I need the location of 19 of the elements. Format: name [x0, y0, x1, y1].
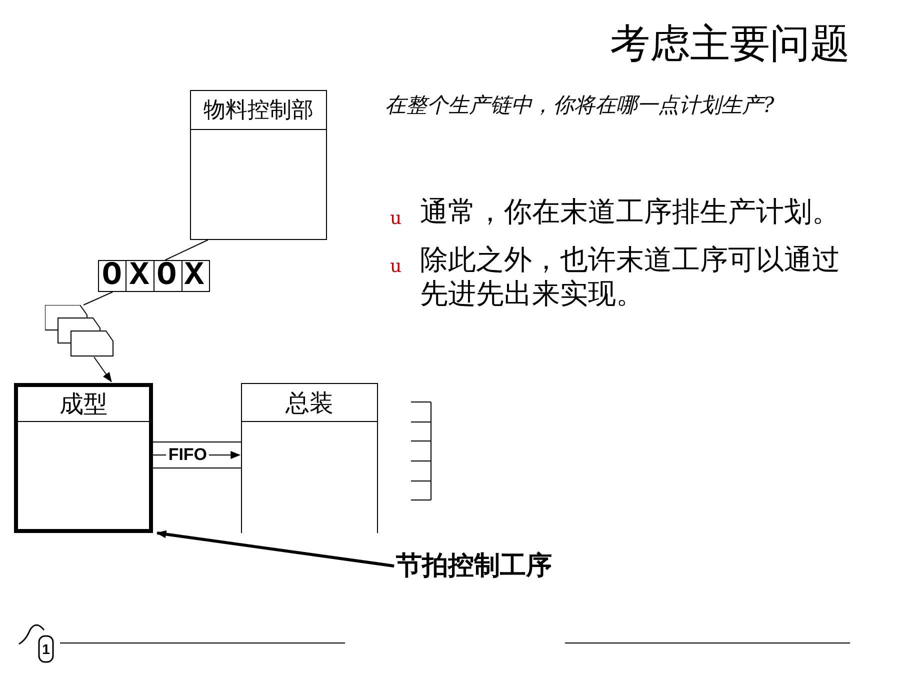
slide-title: 考虑主要问题 [609, 20, 850, 69]
arrow [156, 530, 394, 568]
process-box [14, 383, 153, 533]
question-text: 在整个生产链中，你将在哪一点计划生产? [385, 92, 776, 119]
process-box [190, 90, 327, 240]
callout-text: 节拍控制工序 [396, 548, 586, 584]
document-stack-icon [45, 305, 115, 357]
page-number: 1 [41, 640, 51, 659]
bullet-text: 通常，你在末道工序排生产计划。 [420, 195, 841, 229]
connector-line [164, 240, 208, 260]
arrow [94, 356, 112, 382]
bullet-mark: u [390, 207, 403, 231]
process-box [241, 383, 378, 533]
bullet-mark: u [390, 255, 403, 279]
box-heading: 总装 [242, 384, 377, 422]
box-heading: 物料控制部 [191, 91, 326, 130]
bullet-text: 除此之外，也许末道工序可以通过先进先出来实现。 [420, 243, 841, 311]
box-heading: 成型 [18, 387, 149, 422]
connector-line [83, 292, 114, 306]
